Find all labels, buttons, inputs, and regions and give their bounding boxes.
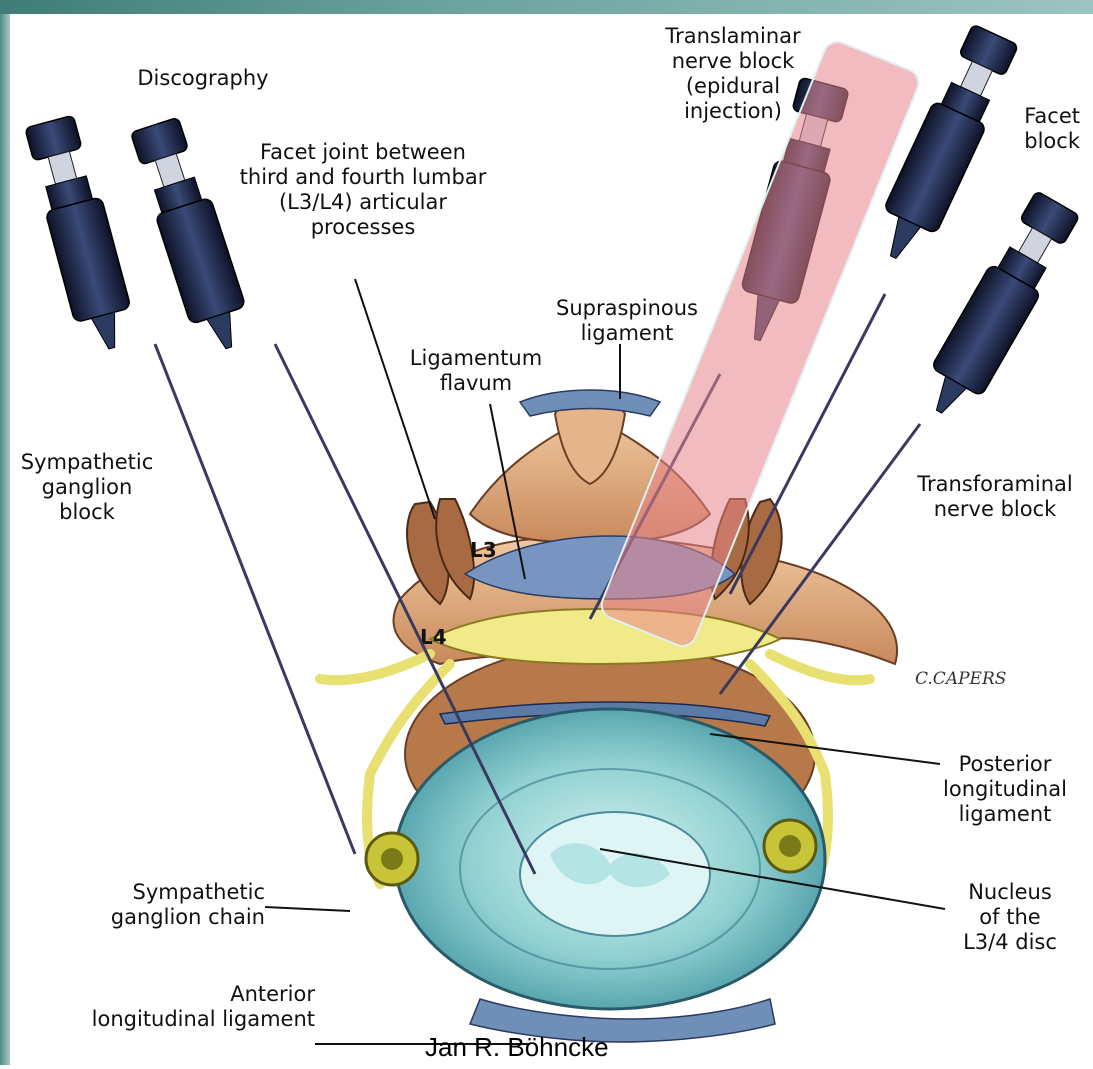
- label-facet-joint: Facet joint between third and fourth lum…: [218, 140, 508, 240]
- label-facet-block: Facet block: [1000, 104, 1080, 154]
- illustrator-signature: C.CAPERS: [915, 669, 1006, 689]
- sympathetic-ganglion-left: [366, 833, 418, 885]
- label-transforaminal-nerve-block: Transforaminal nerve block: [900, 472, 1090, 522]
- label-anterior-longitudinal-ligament: Anterior longitudinal ligament: [20, 982, 315, 1032]
- label-translaminar-nerve-block: Translaminar nerve block (epidural injec…: [638, 24, 828, 124]
- label-discography: Discography: [118, 66, 288, 91]
- slide-frame-top: [0, 0, 1093, 14]
- l3-label: L3: [470, 538, 497, 562]
- label-nucleus-disc: Nucleus of the L3/4 disc: [945, 880, 1075, 955]
- label-sympathetic-ganglion-block: Sympathetic ganglion block: [12, 450, 162, 525]
- label-supraspinous-ligament: Supraspinous ligament: [542, 296, 712, 346]
- label-sympathetic-ganglion-chain: Sympathetic ganglion chain: [70, 880, 265, 930]
- slide-frame-left: [0, 0, 10, 1065]
- intervertebral-disc: [395, 709, 825, 1009]
- syringe-sympathetic-block: [23, 114, 140, 356]
- author-credit: Jan R. Böhncke: [425, 1032, 609, 1063]
- sympathetic-ganglion-right: [764, 820, 816, 872]
- spine-injection-illustration: L3 L4: [10, 14, 1093, 1065]
- label-posterior-longitudinal-ligament: Posterior longitudinal ligament: [925, 752, 1085, 827]
- label-ligamentum-flavum: Ligamentum flavum: [396, 346, 556, 396]
